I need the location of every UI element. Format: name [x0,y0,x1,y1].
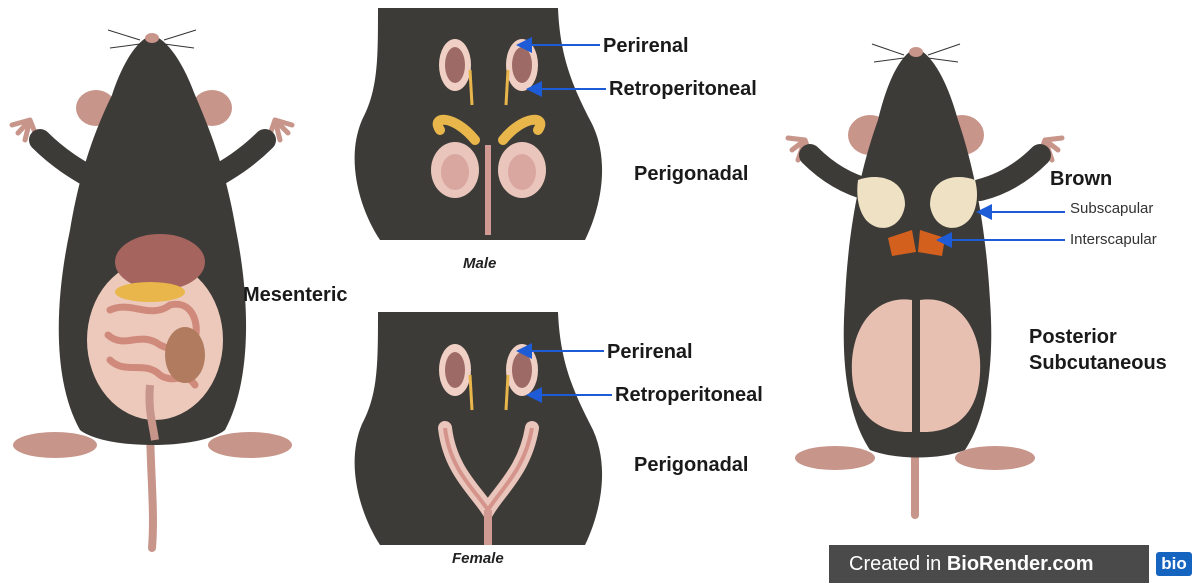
label-mesenteric: Mesenteric [243,283,348,307]
watermark-text: Created in BioRender.com [829,553,1094,576]
label-brown: Brown [1050,167,1112,191]
label-posterior: Posterior [1029,325,1117,349]
caption-male: Male [463,255,496,272]
male-torso [355,8,606,240]
label-subcutaneous: Subcutaneous [1029,351,1167,375]
label-male-perigonadal: Perigonadal [634,162,748,186]
label-male-retroperitoneal: Retroperitoneal [609,77,757,101]
watermark-prefix: Created in [849,553,947,575]
label-male-perirenal: Perirenal [603,34,689,58]
female-torso [355,312,612,545]
logo-text: bio [1156,552,1192,576]
label-female-perirenal: Perirenal [607,340,693,364]
label-subscapular: Subscapular [1070,200,1153,218]
mouse-dorsal [788,44,1065,515]
biorender-watermark[interactable]: Created in BioRender.com bio [829,545,1199,583]
watermark-brand: BioRender.com [947,553,1094,575]
label-female-retroperitoneal: Retroperitoneal [615,383,763,407]
label-female-perigonadal: Perigonadal [634,453,748,477]
biorender-logo-icon: bio [1149,545,1199,583]
caption-female: Female [452,550,504,567]
label-interscapular: Interscapular [1070,231,1157,249]
